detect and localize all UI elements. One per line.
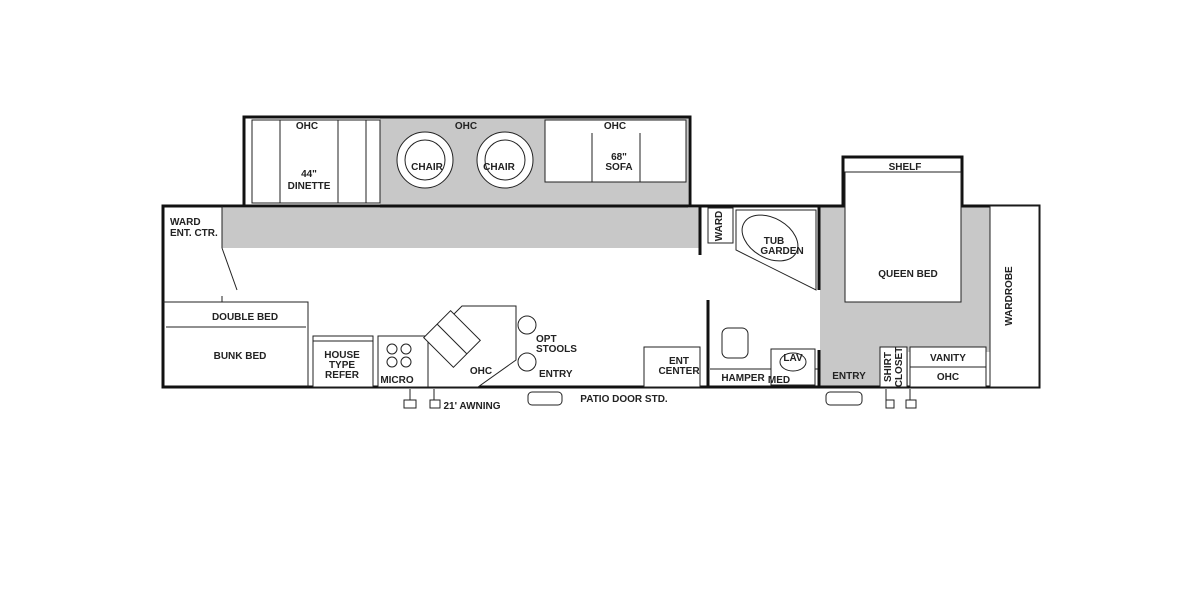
chair-left: [396, 131, 454, 189]
toilet: [721, 327, 749, 359]
wardrobe-label: WARDROBE: [1004, 266, 1015, 326]
house-refer: [312, 335, 374, 388]
wardrobe: [989, 205, 1040, 388]
stool-2: [517, 352, 537, 372]
shirt-label-2: CLOSET: [894, 347, 905, 388]
living-slideout-outline: [242, 115, 692, 206]
patio-door-label: PATIO DOOR STD.: [580, 394, 668, 405]
chair-right: [476, 131, 534, 189]
ohc-dinette-label: OHC: [296, 121, 318, 132]
lav-label: LAV: [783, 353, 803, 364]
entry-step-main: [527, 391, 563, 406]
ward-label: WARD: [170, 217, 201, 228]
rear-bracket-right: [905, 399, 917, 409]
entry-step-bedroom: [825, 391, 863, 406]
dinette-size-label: 44": [301, 169, 317, 180]
refer-label-3: REFER: [325, 370, 360, 381]
queen-bed-label: QUEEN BED: [878, 269, 937, 280]
vanity-label: VANITY: [930, 353, 966, 364]
refer-label-2: TYPE: [329, 360, 355, 371]
micro-label: MICRO: [380, 375, 414, 386]
ohc-sofa-label: OHC: [604, 121, 626, 132]
ohc-chairs-label: OHC: [455, 121, 477, 132]
chair-right-label: CHAIR: [483, 162, 515, 173]
bedroom-slideout-outline: [841, 155, 964, 206]
stool-1: [517, 315, 537, 335]
rear-bracket-left: [885, 399, 895, 409]
bunk-bed-label: BUNK BED: [214, 351, 267, 362]
shirt-label-1: SHIRT: [883, 352, 894, 382]
queen-bed: [844, 171, 962, 303]
lavatory: [770, 348, 816, 386]
chair-left-label: CHAIR: [411, 162, 443, 173]
ent-ctr-label: ENT. CTR.: [170, 228, 218, 239]
awning-bracket-left: [403, 399, 417, 409]
sofa-label: SOFA: [605, 162, 632, 173]
ward-bath-label: WARD: [714, 211, 725, 242]
garden-tub: [735, 209, 817, 291]
shirt-closet: [879, 346, 908, 388]
ent-center: [643, 346, 701, 388]
sofa: [544, 119, 687, 183]
vanity-ohc-label: OHC: [937, 372, 959, 383]
entry-bedroom-label: ENTRY: [832, 371, 866, 382]
entry-main-label: ENTRY: [539, 369, 573, 380]
ent-center-label-2: CENTER: [658, 366, 700, 377]
dinette-bench-left: [251, 119, 281, 204]
sofa-size-label: 68": [611, 152, 627, 163]
dinette-bench-right: [337, 119, 367, 204]
shelf-label: SHELF: [889, 162, 922, 173]
double-bed-label: DOUBLE BED: [212, 312, 278, 323]
awning-label: 21' AWNING: [443, 401, 500, 412]
tub-label-2: GARDEN: [760, 246, 803, 257]
hamper-label: HAMPER: [721, 373, 765, 384]
kitchen-ohc-label: OHC: [470, 366, 492, 377]
opt-stools-label-1: OPT: [536, 334, 557, 345]
hallway-floor-shade: [222, 208, 700, 248]
tub-label-1: TUB: [764, 236, 785, 247]
awning-bracket-right: [429, 399, 441, 409]
dinette-label: DINETTE: [288, 181, 331, 192]
med-label: MED: [768, 375, 790, 386]
opt-stools-label-2: STOOLS: [536, 344, 577, 355]
bath-wardrobe: [707, 207, 734, 244]
ent-center-label-1: ENT: [669, 356, 689, 367]
refer-label-1: HOUSE: [324, 350, 360, 361]
